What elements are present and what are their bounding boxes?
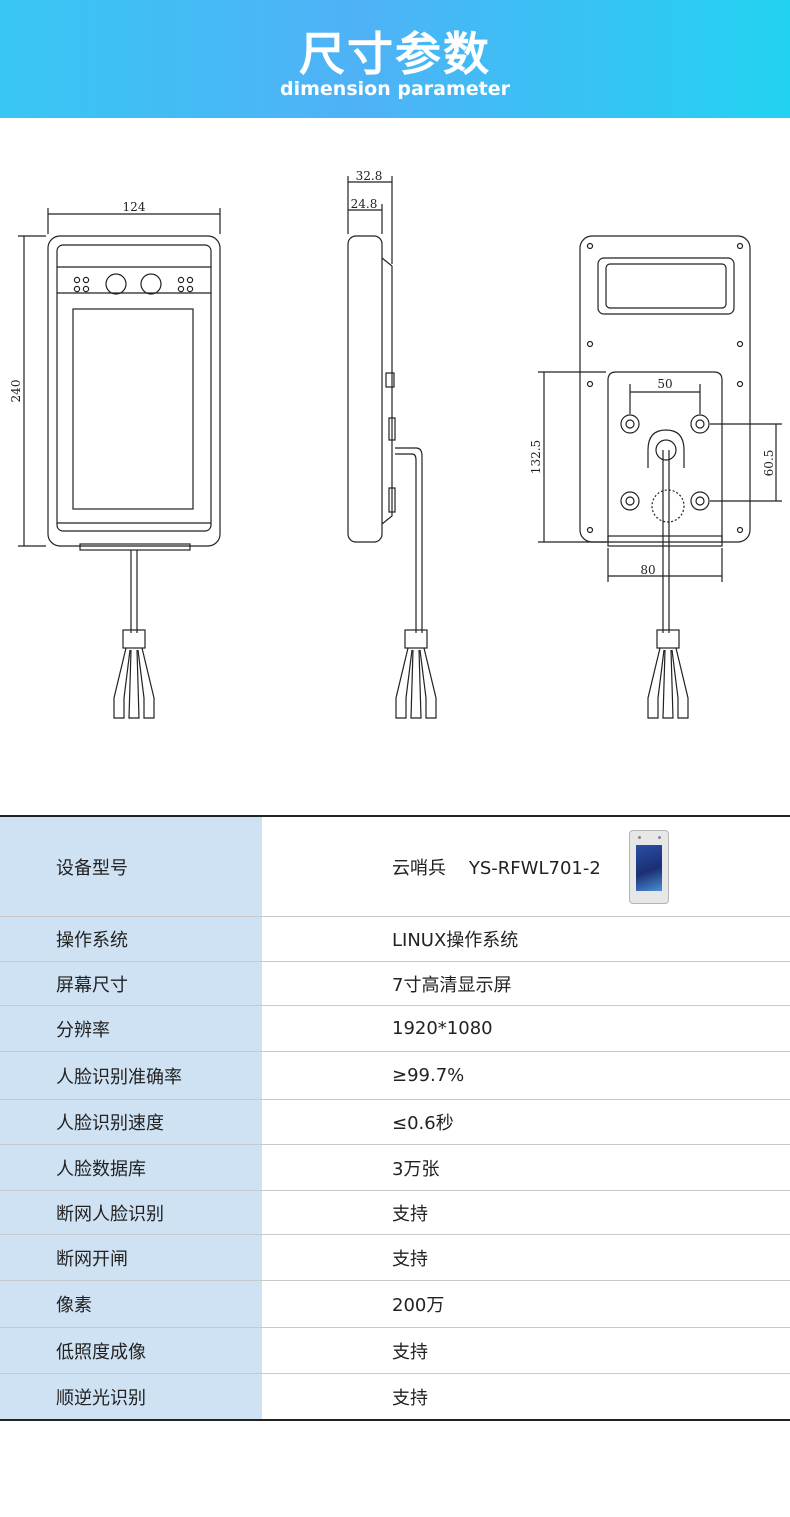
side-view	[347, 176, 437, 719]
table-row: 像素 200万	[0, 1281, 790, 1328]
spec-value: 200万	[392, 1295, 445, 1316]
spec-label: 操作系统	[0, 917, 262, 961]
hole-spacing-y-label: 60.5	[762, 450, 776, 477]
sensor-dot-icon	[657, 835, 661, 839]
header-banner: 尺寸参数 dimension parameter	[0, 0, 790, 118]
table-row: 屏幕尺寸 7寸高清显示屏	[0, 962, 790, 1006]
spec-label: 人脸识别准确率	[0, 1052, 262, 1099]
spec-value: LINUX操作系统	[392, 930, 519, 951]
table-row: 顺逆光识别 支持	[0, 1374, 790, 1419]
table-row: 人脸数据库 3万张	[0, 1145, 790, 1191]
table-row: 断网开闸 支持	[0, 1235, 790, 1281]
front-view	[18, 208, 221, 719]
device-screen-icon	[635, 844, 662, 891]
spec-label: 顺逆光识别	[0, 1374, 262, 1419]
spec-label: 分辨率	[0, 1006, 262, 1051]
back-view	[538, 235, 782, 719]
spec-label: 像素	[0, 1281, 262, 1327]
table-row: 人脸识别准确率 ≥99.7%	[0, 1052, 790, 1100]
spec-label: 屏幕尺寸	[0, 962, 262, 1005]
table-row: 设备型号 云哨兵 YS-RFWL701-2	[0, 817, 790, 917]
model-group: 云哨兵 YS-RFWL701-2	[392, 829, 669, 904]
table-row: 人脸识别速度 ≤0.6秒	[0, 1100, 790, 1145]
spec-value: 支持	[392, 1341, 428, 1363]
device-thumbnail	[628, 829, 669, 904]
table-row: 分辨率 1920*1080	[0, 1006, 790, 1052]
table-row: 断网人脸识别 支持	[0, 1191, 790, 1235]
spec-label: 低照度成像	[0, 1328, 262, 1373]
front-width-label: 124	[123, 200, 146, 214]
spec-value: ≤0.6秒	[392, 1113, 454, 1134]
spec-value: 云哨兵 YS-RFWL701-2	[262, 817, 790, 916]
spec-label: 人脸识别速度	[0, 1100, 262, 1144]
table-row: 低照度成像 支持	[0, 1328, 790, 1374]
table-row: 操作系统 LINUX操作系统	[0, 917, 790, 962]
spec-label: 设备型号	[0, 817, 262, 916]
spec-value: 7寸高清显示屏	[392, 974, 512, 996]
side-body-depth-label: 24.8	[351, 197, 378, 211]
model-name: 云哨兵 YS-RFWL701-2	[392, 857, 601, 879]
side-total-depth-label: 32.8	[356, 169, 383, 183]
spec-label: 人脸数据库	[0, 1145, 262, 1190]
dimension-drawing: 124 240 32.8 24.8 50 60.5 132.5 80	[9, 169, 782, 719]
spec-value: 支持	[392, 1387, 428, 1409]
spec-value: 支持	[392, 1203, 428, 1225]
hole-spacing-x-label: 50	[657, 377, 672, 391]
plate-width-label: 80	[640, 563, 655, 577]
spec-table: 设备型号 云哨兵 YS-RFWL701-2 操作系统 LINUX操作系统 屏幕尺…	[0, 815, 790, 1421]
spec-value: ≥99.7%	[392, 1065, 465, 1086]
spec-label: 断网开闸	[0, 1235, 262, 1280]
plate-height-label: 132.5	[529, 440, 543, 474]
page-title: 尺寸参数	[299, 27, 491, 81]
page-subtitle: dimension parameter	[280, 78, 510, 100]
sensor-dot-icon	[637, 835, 641, 839]
spec-value: 3万张	[392, 1158, 440, 1180]
front-height-label: 240	[9, 380, 23, 403]
spec-value: 支持	[392, 1248, 428, 1270]
spec-label: 断网人脸识别	[0, 1191, 262, 1234]
spec-value: 1920*1080	[392, 1018, 493, 1039]
